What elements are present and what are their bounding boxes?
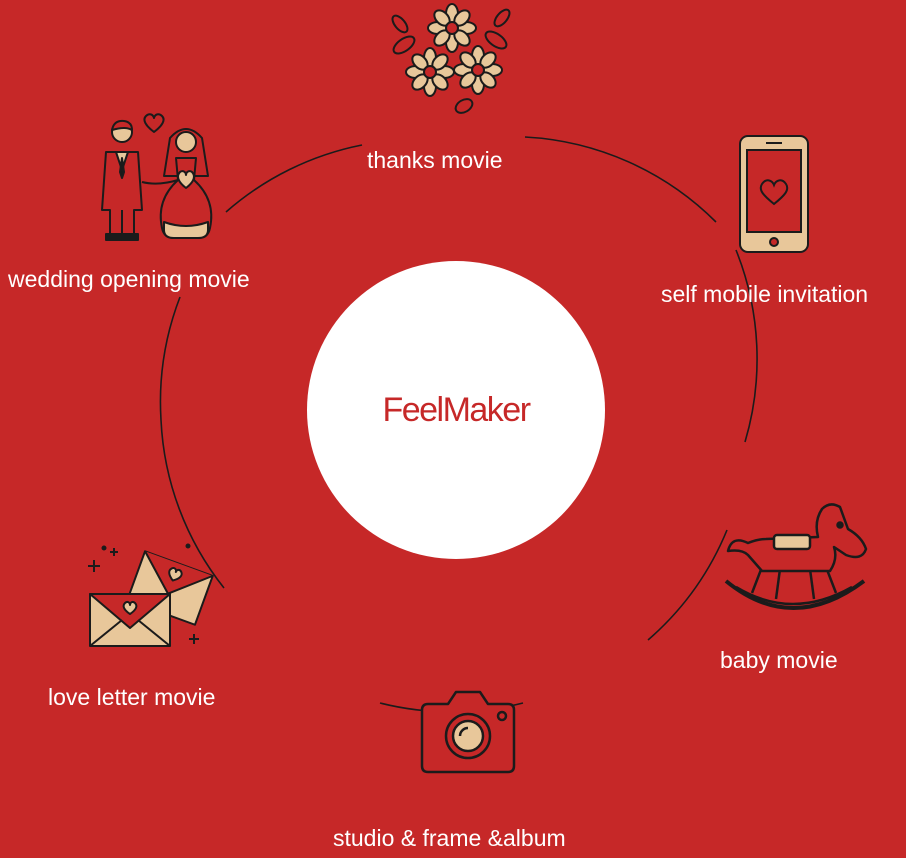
service-label: baby movie [720, 647, 838, 673]
brand-name: FeelMaker [382, 390, 531, 429]
camera-icon [420, 690, 516, 774]
flower-bouquet-icon [391, 3, 511, 114]
service-label: studio & frame &album [333, 825, 566, 851]
smartphone-heart-icon [739, 135, 809, 253]
service-label: thanks movie [367, 147, 503, 173]
love-letter-envelopes-icon [88, 543, 214, 647]
bride-groom-icon [101, 113, 213, 241]
service-label: wedding opening movie [8, 266, 250, 292]
rocking-horse-icon [724, 503, 868, 610]
service-label: self mobile invitation [661, 281, 869, 307]
service-label: love letter movie [48, 684, 216, 710]
center-disc: FeelMaker [307, 261, 605, 559]
